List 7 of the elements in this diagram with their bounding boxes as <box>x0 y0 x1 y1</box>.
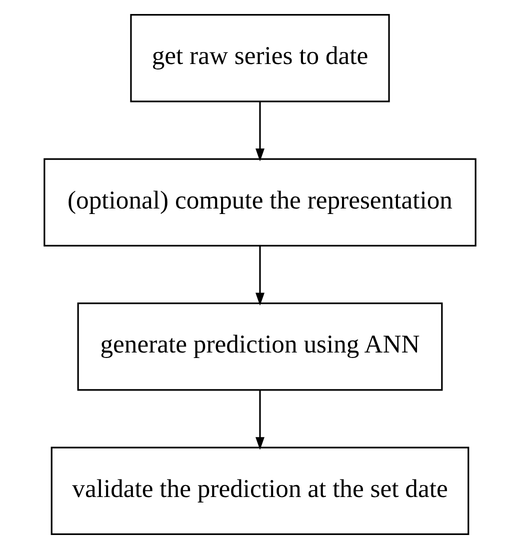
arrow <box>256 246 264 306</box>
node-box: validate the prediction at the set date <box>50 446 470 535</box>
node-box: get raw series to date <box>130 14 390 102</box>
arrow <box>256 390 264 450</box>
node-box: (optional) compute the representation <box>44 158 476 246</box>
node-box: generate prediction using ANN <box>77 302 443 391</box>
arrow <box>256 102 264 162</box>
